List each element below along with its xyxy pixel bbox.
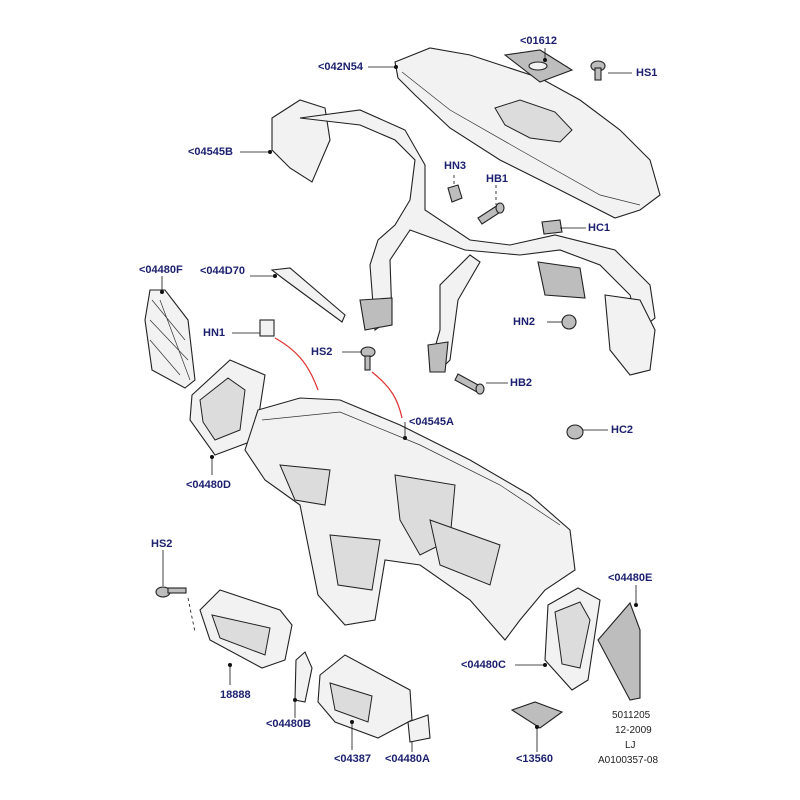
label-04480D: <04480D bbox=[186, 479, 231, 491]
label-HS2-lower: HS2 bbox=[151, 538, 173, 550]
red-line-hs2 bbox=[371, 371, 403, 419]
leader-lines bbox=[160, 48, 638, 752]
label-13560: <13560 bbox=[516, 753, 554, 765]
trim-04480B bbox=[294, 651, 313, 703]
vent-04480C bbox=[544, 587, 601, 691]
cap-01612 bbox=[503, 49, 574, 83]
label-HS1: HS1 bbox=[636, 67, 658, 79]
meta-ref: A0100357-08 bbox=[598, 755, 659, 766]
top-panel-042N54 bbox=[394, 47, 661, 219]
red-line-hn1 bbox=[274, 337, 319, 391]
nut-HN1 bbox=[259, 319, 275, 337]
bolt-HB1 bbox=[477, 202, 505, 225]
label-04480F: <04480F bbox=[139, 264, 183, 276]
label-HB2: HB2 bbox=[510, 377, 533, 389]
dashboard-04545A bbox=[244, 397, 576, 641]
label-HC2: HC2 bbox=[611, 424, 634, 436]
label-HB1: HB1 bbox=[486, 173, 509, 185]
side-panel-04480E bbox=[597, 601, 641, 701]
part-13560 bbox=[510, 701, 564, 729]
screw-HS2-lower bbox=[155, 586, 196, 633]
label-HC1: HC1 bbox=[588, 222, 611, 234]
screw-HS1 bbox=[590, 60, 606, 81]
clip-HC2 bbox=[566, 424, 584, 440]
screw-HS2-upper bbox=[360, 346, 376, 371]
label-HN3: HN3 bbox=[444, 160, 467, 172]
label-04387: <04387 bbox=[334, 753, 372, 765]
label-04480B: <04480B bbox=[266, 718, 311, 730]
label-044D70: <044D70 bbox=[200, 265, 245, 277]
meta-initials: LJ bbox=[625, 740, 636, 751]
label-042N54: <042N54 bbox=[318, 61, 363, 73]
label-01612: <01612 bbox=[520, 35, 558, 47]
meta-date: 12-2009 bbox=[615, 725, 652, 736]
pocket-18888 bbox=[199, 589, 293, 669]
label-HN2: HN2 bbox=[513, 316, 536, 328]
glovebox-04387 bbox=[317, 654, 413, 739]
label-04545B: <04545B bbox=[188, 146, 233, 158]
label-04545A: <04545A bbox=[409, 416, 454, 428]
side-panel-04480F bbox=[144, 289, 196, 389]
nut-HN3 bbox=[447, 184, 463, 203]
meta-code: 5011205 bbox=[612, 710, 651, 721]
clip-HC1 bbox=[541, 219, 563, 235]
label-04480E: <04480E bbox=[608, 572, 653, 584]
label-04480C: <04480C bbox=[461, 659, 506, 671]
cross-beam-04545B bbox=[271, 99, 656, 376]
label-HN1: HN1 bbox=[203, 327, 226, 339]
label-HS2-upper: HS2 bbox=[311, 346, 333, 358]
label-04480A: <04480A bbox=[385, 753, 430, 765]
label-18888: 18888 bbox=[220, 689, 251, 701]
trim-04480A bbox=[407, 714, 431, 743]
bolt-HB2 bbox=[454, 373, 485, 395]
bracket-044D70 bbox=[270, 267, 346, 323]
nut-HN2 bbox=[561, 314, 577, 330]
vent-04480D bbox=[189, 359, 266, 456]
